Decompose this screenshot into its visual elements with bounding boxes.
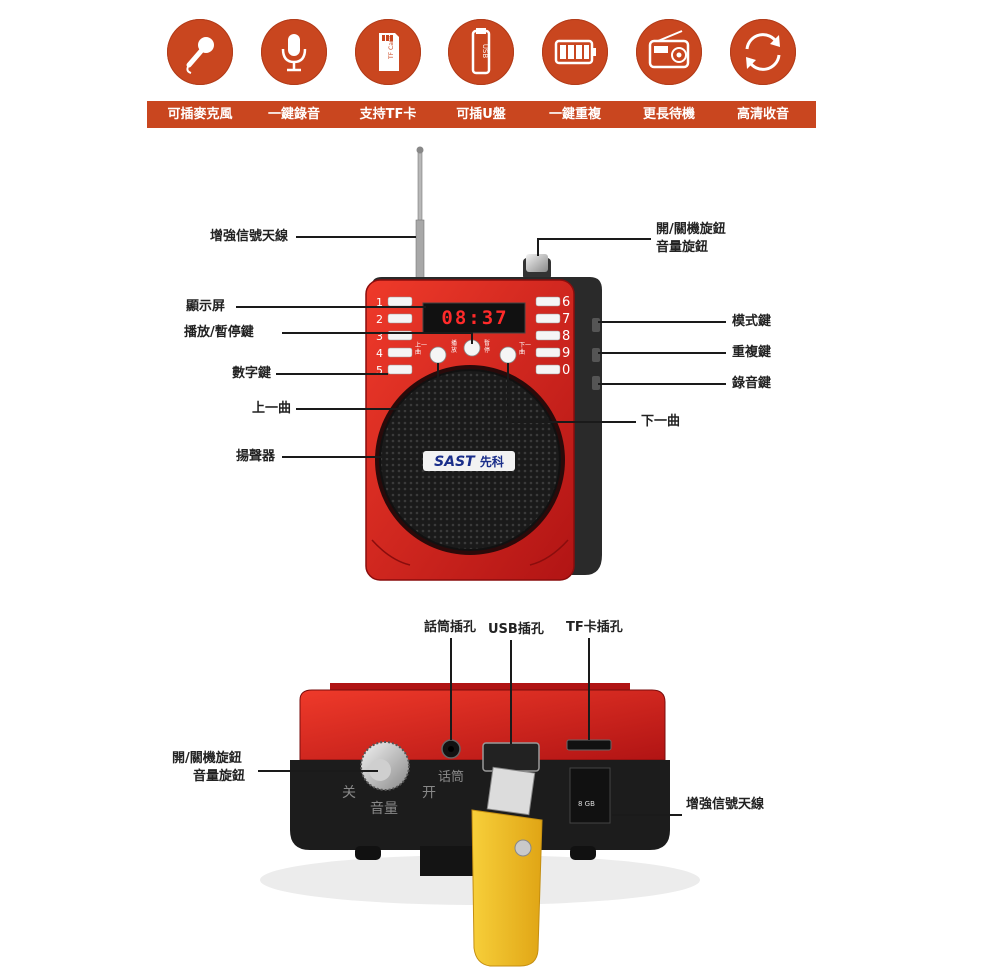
leader-mode	[598, 321, 726, 323]
usb-drive-icon: USB	[448, 19, 514, 85]
callout-speaker: 揚聲器	[236, 449, 276, 464]
battery-icon	[542, 19, 608, 85]
leader-repeat	[598, 352, 726, 354]
feature-bar	[147, 101, 816, 128]
leader-speaker	[282, 456, 412, 458]
key-1[interactable]: 1	[376, 296, 383, 309]
feature-label-repeat: 一鍵重複	[548, 107, 601, 122]
key-4[interactable]: 4	[376, 347, 383, 360]
display-time: 08:37	[441, 307, 509, 329]
callout-display: 顯示屏	[186, 299, 226, 314]
callout-record: 錄音鍵	[732, 376, 772, 391]
leader-next-track-h	[508, 421, 636, 423]
key-5[interactable]: 5	[376, 364, 383, 377]
microphone-icon	[167, 19, 233, 85]
refresh-icon	[730, 19, 796, 85]
leader-antenna	[296, 236, 416, 238]
key-8[interactable]: 8	[562, 329, 571, 344]
callout-tf-slot: TF卡插孔	[566, 620, 623, 635]
leader-next-track-v	[507, 363, 509, 422]
key-2[interactable]: 2	[376, 313, 383, 326]
feature-label-microphone: 可插麥克風	[167, 107, 233, 122]
svg-text:USB: USB	[481, 44, 489, 59]
next-button-label: 下一曲	[519, 342, 532, 356]
off-label: 关	[342, 785, 356, 801]
callout-power-knob-2: 音量旋鈕	[656, 240, 709, 255]
volume-label: 音量	[370, 801, 398, 817]
leader-record	[598, 383, 726, 385]
feature-label-usb: 可插U盤	[456, 107, 506, 122]
leader-prev-track-h	[296, 408, 438, 410]
svg-text:TF Card: TF Card	[388, 36, 395, 60]
leader-play-pause-v	[471, 332, 473, 344]
key-6[interactable]: 6	[562, 295, 571, 310]
brand-logo: SAST	[434, 454, 475, 470]
feature-label-radio: 高清收音	[736, 107, 789, 122]
leader-number-keys	[276, 373, 388, 375]
callout-mode: 模式鍵	[732, 314, 772, 329]
callout-antenna-bottom: 增強信號天線	[686, 797, 765, 812]
play-button-label: 播放	[451, 340, 458, 354]
leader-prev-track-v	[437, 363, 439, 409]
radio-icon	[636, 19, 702, 85]
leader-power-knob-h	[537, 238, 651, 240]
feature-label-record: 一鍵錄音	[267, 107, 320, 122]
leader-play-pause-h	[282, 332, 472, 334]
callout-mic-jack: 話筒插孔	[424, 620, 477, 635]
callout-play-pause: 播放/暫停鍵	[184, 325, 254, 340]
bottom-device-illustration	[260, 683, 700, 967]
leader-antenna-bottom	[612, 814, 682, 816]
callout-power-knob-1: 開/關機旋鈕	[656, 222, 726, 237]
power-volume-knob	[523, 254, 551, 280]
sd-card-label: 8 GB	[578, 800, 595, 808]
key-3[interactable]: 3	[376, 330, 383, 343]
right-number-keys: 6 7 8 9 0	[562, 294, 574, 379]
leader-usb-port	[510, 640, 512, 744]
pause-button-label: 暫停	[484, 340, 491, 354]
callout-repeat: 重複鍵	[732, 345, 772, 360]
prev-button-label: 上一曲	[415, 342, 428, 356]
callout-antenna: 增強信號天線	[210, 229, 289, 244]
callout-usb-port: USB插孔	[488, 622, 544, 637]
tf-card-icon: TF Card	[355, 19, 421, 85]
studio-mic-icon	[261, 19, 327, 85]
key-0[interactable]: 0	[562, 363, 571, 378]
callout-knob-2: 音量旋鈕	[193, 769, 246, 784]
leader-mic-jack	[450, 638, 452, 740]
key-7[interactable]: 7	[562, 312, 571, 327]
leader-power-knob-v	[537, 238, 539, 256]
antenna	[415, 146, 425, 281]
key-9[interactable]: 9	[562, 346, 571, 361]
feature-label-standby: 更長待機	[642, 107, 695, 122]
callout-next-track: 下一曲	[641, 414, 681, 429]
brand-cn: 先科	[479, 455, 504, 469]
callout-prev-track: 上一曲	[252, 401, 292, 416]
callout-number-keys: 數字鍵	[232, 366, 272, 381]
on-label: 开	[422, 785, 436, 801]
left-number-keys: 1 2 3 4 5	[376, 294, 386, 379]
leader-display	[236, 306, 426, 308]
feature-label-tf: 支持TF卡	[359, 107, 417, 122]
leader-tf-slot	[588, 638, 590, 740]
brand-badge: SAST 先科	[423, 451, 515, 471]
callout-knob-1: 開/關機旋鈕	[172, 751, 242, 766]
leader-knob	[258, 770, 378, 772]
mic-label: 话筒	[438, 770, 465, 785]
